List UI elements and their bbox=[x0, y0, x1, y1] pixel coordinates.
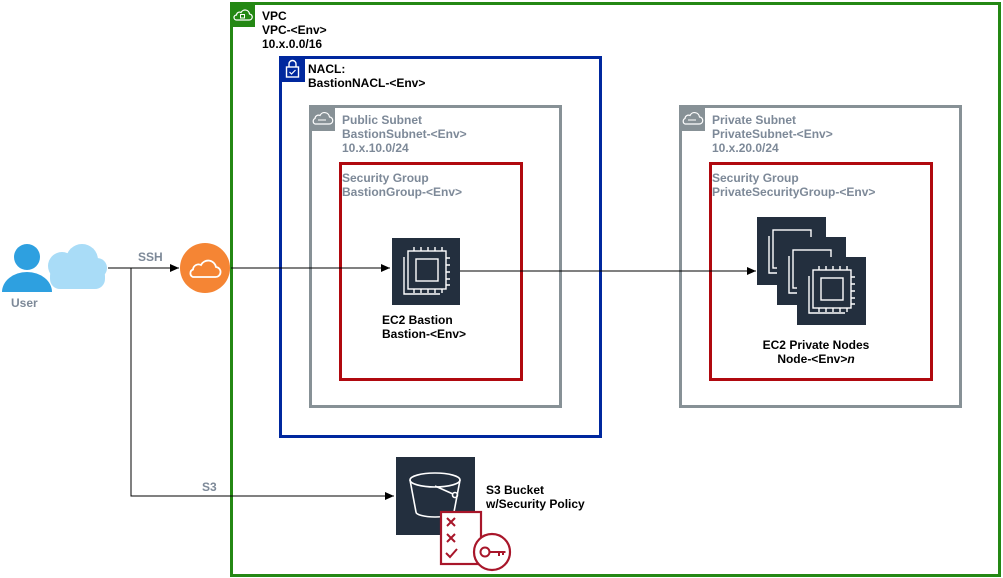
private-sg-label: Security Group PrivateSecurityGroup-<Env… bbox=[712, 171, 875, 199]
private-nodes-name: Node-<Env>n bbox=[750, 352, 882, 366]
public-subnet-title: Public Subnet bbox=[342, 113, 423, 127]
nacl-container bbox=[279, 56, 602, 438]
public-subnet-container bbox=[309, 105, 562, 408]
vpc-name: VPC-<Env> bbox=[262, 23, 327, 37]
s3-label: S3 Bucket w/Security Policy bbox=[486, 483, 585, 511]
s3-title: S3 Bucket bbox=[486, 483, 545, 497]
subnet-cloud-icon bbox=[680, 106, 705, 131]
vpc-label: VPC VPC-<Env> 10.x.0.0/16 bbox=[262, 9, 327, 51]
vpc-title: VPC bbox=[262, 9, 287, 23]
private-subnet-label: Private Subnet PrivateSubnet-<Env> 10.x.… bbox=[712, 113, 833, 155]
ec2-chip-icon bbox=[757, 217, 866, 325]
private-nodes-title: EC2 Private Nodes bbox=[762, 338, 870, 352]
nacl-label: NACL: BastionNACL-<Env> bbox=[308, 62, 425, 90]
public-subnet-label: Public Subnet BastionSubnet-<Env> 10.x.1… bbox=[342, 113, 467, 155]
vpc-cidr: 10.x.0.0/16 bbox=[262, 37, 323, 51]
bastion-sg-name: BastionGroup-<Env> bbox=[342, 185, 463, 199]
private-nodes-name-prefix: Node-<Env> bbox=[777, 352, 848, 366]
private-subnet-title: Private Subnet bbox=[712, 113, 797, 127]
nacl-title: NACL: bbox=[308, 62, 346, 76]
private-nodes-label: EC2 Private Nodes Node-<Env>n bbox=[750, 338, 882, 366]
edge-s3-label: S3 bbox=[202, 480, 217, 494]
vpc-container bbox=[230, 2, 1001, 577]
bastion-label: EC2 Bastion Bastion-<Env> bbox=[382, 313, 466, 341]
public-subnet-cidr: 10.x.10.0/24 bbox=[342, 141, 409, 155]
s3-subtitle: w/Security Policy bbox=[486, 497, 585, 511]
subnet-cloud-icon bbox=[310, 106, 335, 131]
bastion-title: EC2 Bastion bbox=[382, 313, 453, 327]
user-cloud-icon bbox=[2, 244, 107, 292]
private-subnet-container bbox=[679, 105, 962, 408]
edge-s3 bbox=[130, 268, 394, 500]
bastion-name: Bastion-<Env> bbox=[382, 327, 467, 341]
private-subnet-name: PrivateSubnet-<Env> bbox=[712, 127, 833, 141]
public-subnet-name: BastionSubnet-<Env> bbox=[342, 127, 467, 141]
private-subnet-cidr: 10.x.20.0/24 bbox=[712, 141, 779, 155]
internet-gateway-cloud-icon bbox=[180, 243, 230, 293]
vpc-cloud-lock-icon bbox=[230, 2, 255, 27]
ec2-chip-icon bbox=[392, 238, 460, 305]
private-sg-title: Security Group bbox=[712, 171, 799, 185]
bastion-sg-title: Security Group bbox=[342, 171, 429, 185]
private-sg-name: PrivateSecurityGroup-<Env> bbox=[712, 185, 876, 199]
private-nodes-name-suffix: n bbox=[847, 352, 855, 366]
bastion-sg-label: Security Group BastionGroup-<Env> bbox=[342, 171, 462, 199]
user-label: User bbox=[11, 296, 38, 310]
nacl-padlock-icon bbox=[280, 57, 305, 82]
nacl-name: BastionNACL-<Env> bbox=[308, 76, 426, 90]
security-policy-icon bbox=[439, 510, 512, 572]
edge-ssh-label: SSH bbox=[138, 250, 163, 264]
